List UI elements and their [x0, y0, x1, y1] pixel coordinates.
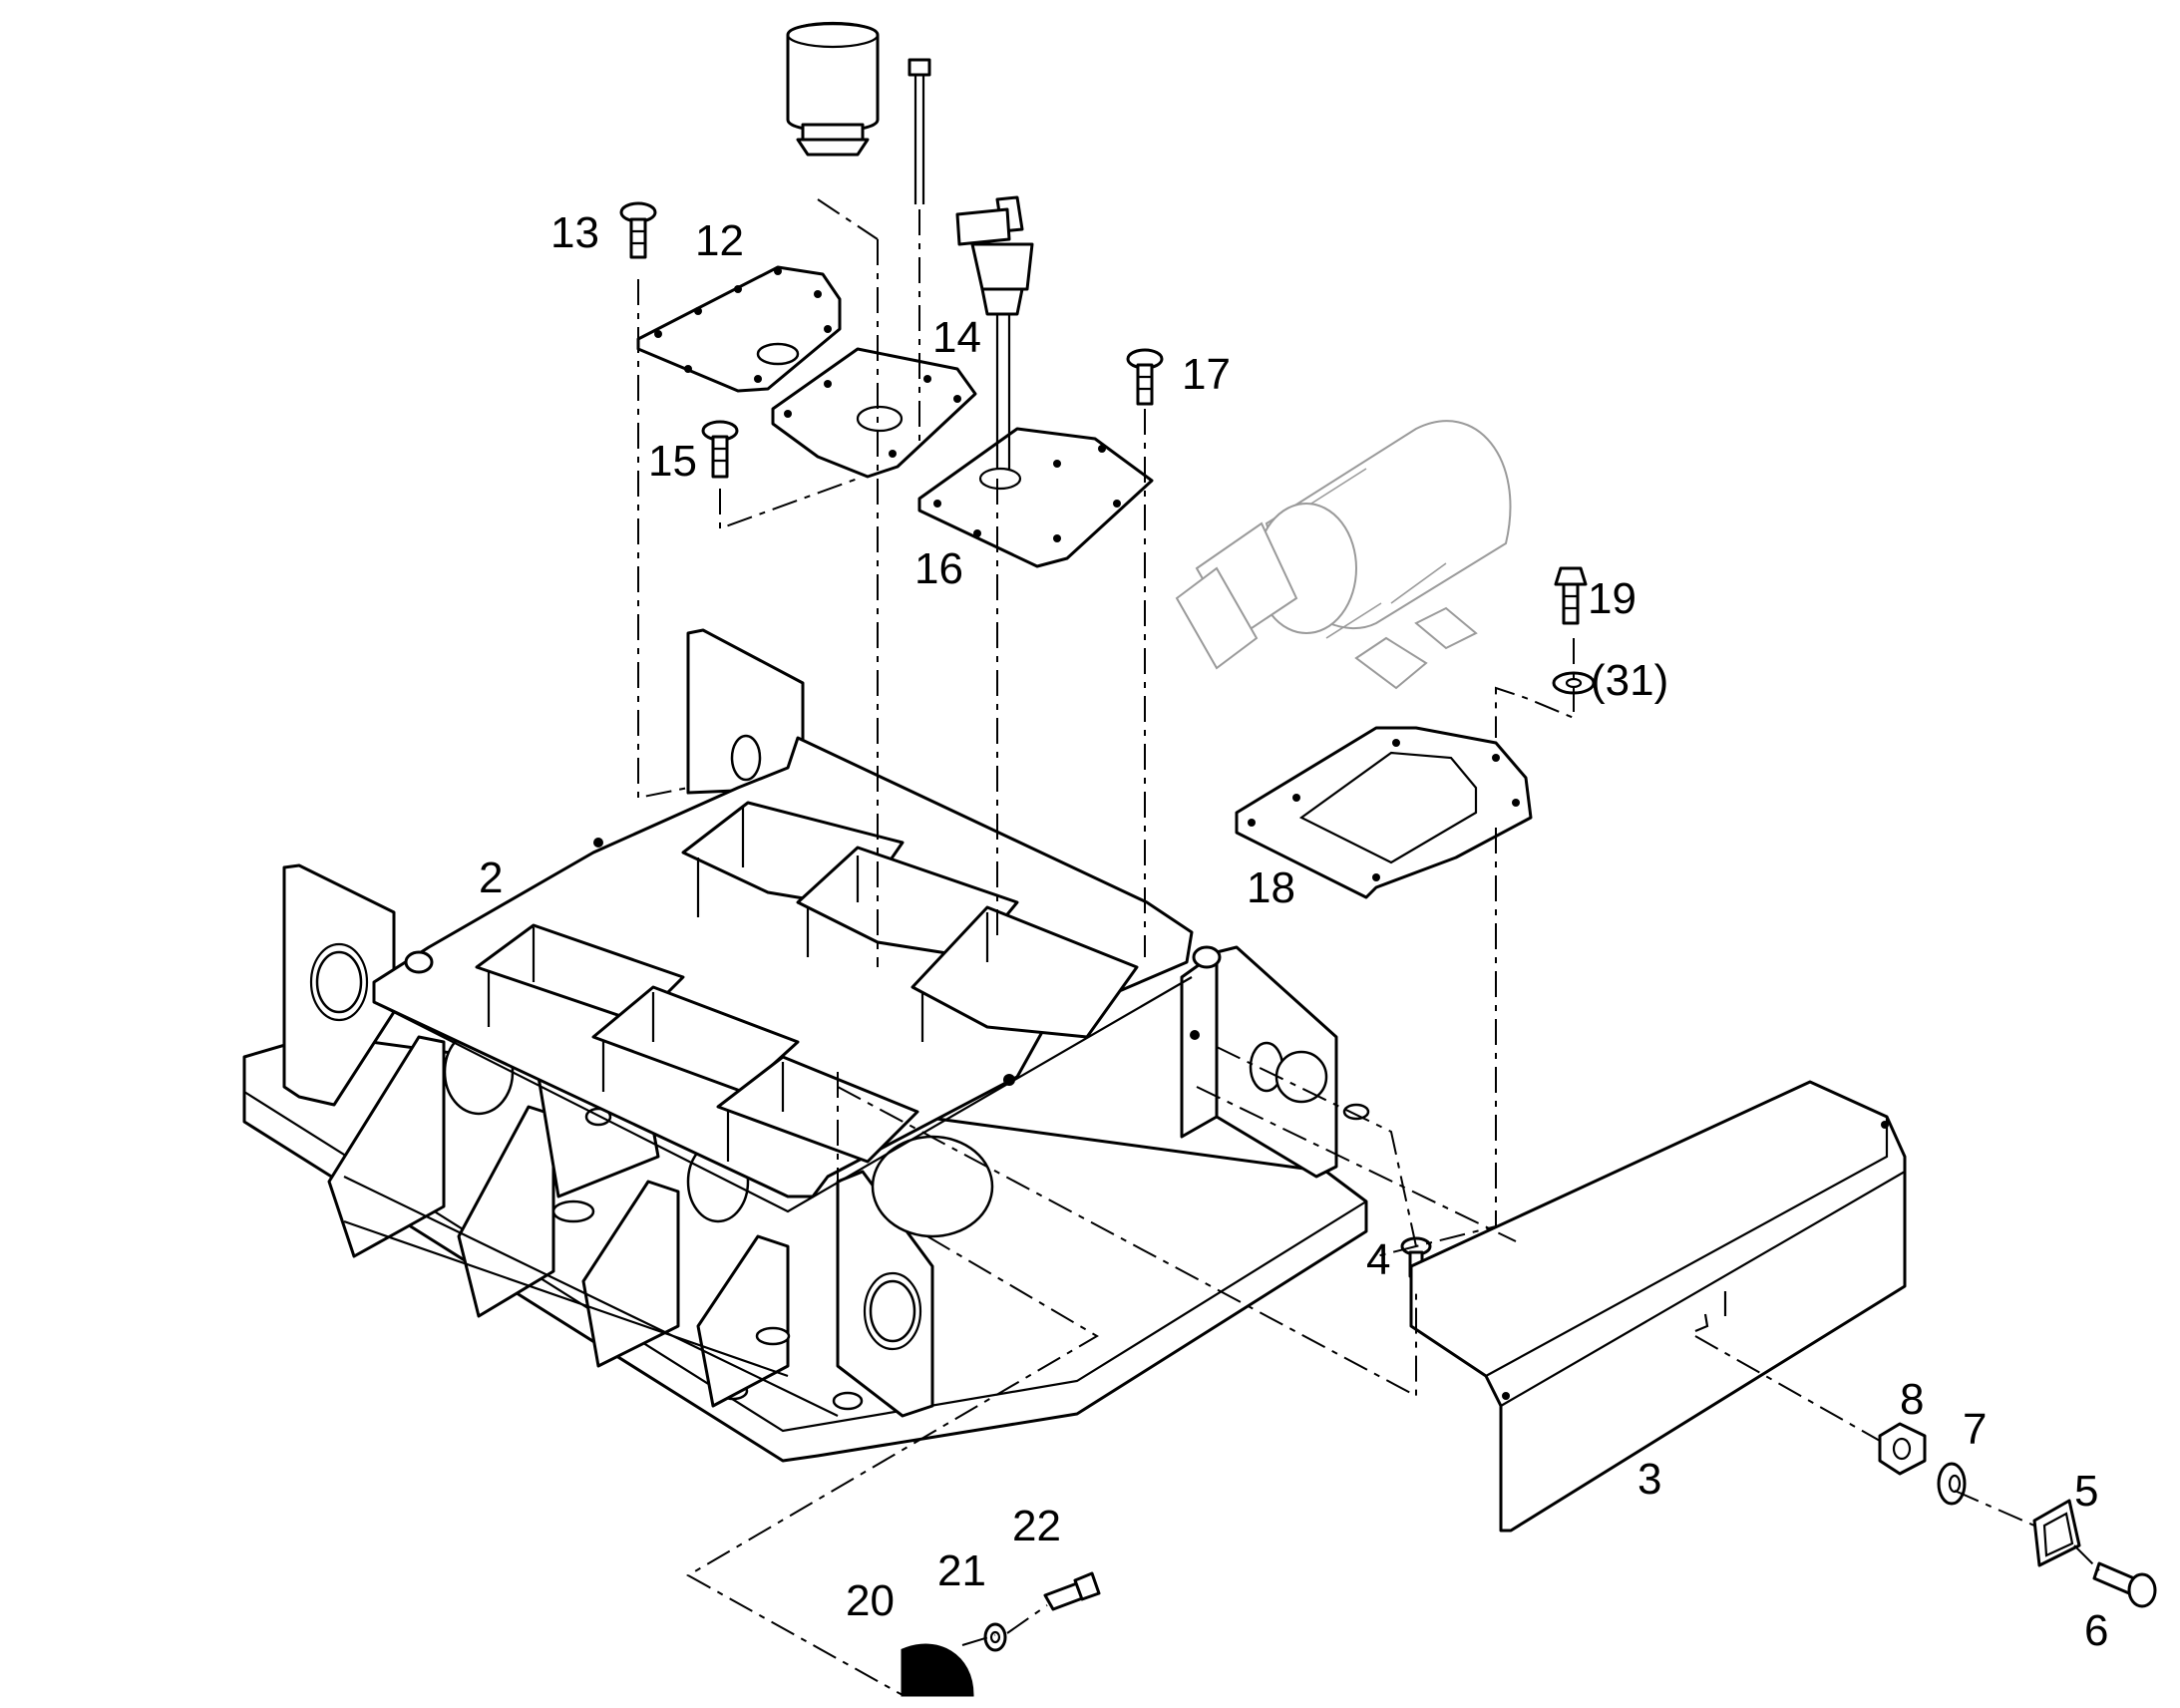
bolt-19: [1554, 566, 1588, 625]
dipstick-rod: [908, 58, 931, 204]
callout-14: 14: [932, 313, 981, 362]
washer-21: [983, 1622, 1007, 1652]
screw-13: [619, 201, 657, 259]
cover-plate-14: [771, 347, 977, 479]
nut-8: [1878, 1422, 1927, 1476]
callout-8: 8: [1900, 1375, 1924, 1424]
callout-31: (31): [1591, 656, 1668, 705]
callout-15: 15: [648, 437, 697, 486]
callout-4: 4: [1366, 1235, 1390, 1284]
callout-13: 13: [550, 208, 599, 257]
bracket-5: [2032, 1499, 2081, 1567]
callout-16: 16: [914, 544, 963, 593]
main-frame: [242, 628, 1370, 1463]
callout-5: 5: [2074, 1467, 2098, 1516]
callout-22: 22: [1012, 1502, 1061, 1550]
callout-6: 6: [2084, 1606, 2108, 1655]
callout-12: 12: [695, 216, 744, 265]
callout-21: 21: [937, 1546, 986, 1595]
callout-labels: 2 3 4 5 6 7 8 12 13 14 15 16 17 18 19 (3…: [479, 208, 2108, 1655]
motor-mount-plate-18: [1235, 726, 1533, 899]
callout-7: 7: [1963, 1405, 1987, 1454]
callout-2: 2: [479, 854, 503, 902]
filter-canister: [786, 21, 880, 157]
bolt-6: [2092, 1561, 2157, 1608]
washer-7: [1937, 1462, 1967, 1506]
cover-plate-16: [917, 427, 1154, 568]
cover-20: [901, 1643, 974, 1697]
electric-motor: [1175, 420, 1512, 690]
callout-18: 18: [1247, 863, 1295, 912]
side-cover-3: [1409, 1080, 1907, 1533]
callout-19: 19: [1588, 574, 1636, 623]
cover-plate-12: [636, 265, 842, 393]
assembly-lines: [637, 198, 2100, 1696]
callout-3: 3: [1637, 1455, 1661, 1504]
level-sensor: [955, 195, 1034, 469]
screw-15: [701, 420, 739, 479]
screw-17: [1126, 348, 1164, 406]
bolt-22: [1043, 1571, 1101, 1611]
callout-20: 20: [846, 1576, 895, 1625]
callout-17: 17: [1182, 350, 1231, 399]
